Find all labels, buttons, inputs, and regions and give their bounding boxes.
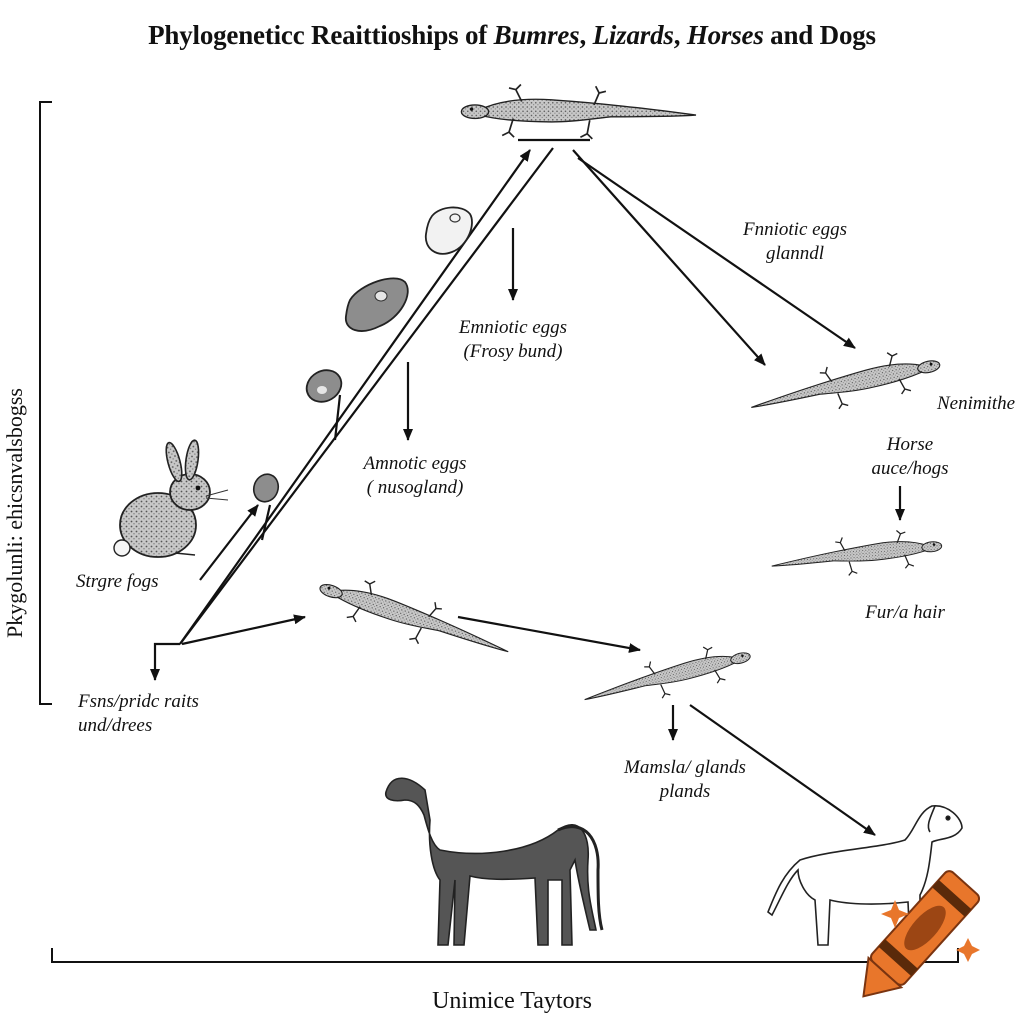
lizard-icon <box>768 525 945 584</box>
lizard-icon <box>312 564 517 672</box>
label-strgre-fogs: Strgre fogs <box>76 571 159 592</box>
label-fur-hair: Fur/a hair <box>865 602 945 623</box>
label-amnotic-eggs: Amnotic eggs( nusogland) <box>363 453 467 498</box>
egg-icon <box>345 277 409 332</box>
page-title: Phylogeneticc Reaittioships of Bumres, L… <box>148 20 876 50</box>
side-bracket <box>39 101 52 705</box>
x-axis-label: Unimice Taytors <box>432 988 592 1014</box>
horse-icon <box>384 777 604 946</box>
lizard-icon <box>578 635 756 718</box>
egg-icon <box>252 473 280 503</box>
sparkle-icon <box>881 900 980 962</box>
lizard-icon <box>460 83 697 140</box>
egg-icon <box>305 369 343 403</box>
label-nenimithe: Nenimithe <box>937 393 1016 414</box>
lizard-icon <box>745 341 946 428</box>
rabbit-icon <box>113 439 229 558</box>
main-stem <box>150 138 905 836</box>
egg-icon <box>424 206 473 255</box>
crayon-icon <box>862 870 981 998</box>
x-axis-line <box>51 948 959 963</box>
label-emniotic-eggs: Emniotic eggs(Frosy bund) <box>458 317 568 362</box>
